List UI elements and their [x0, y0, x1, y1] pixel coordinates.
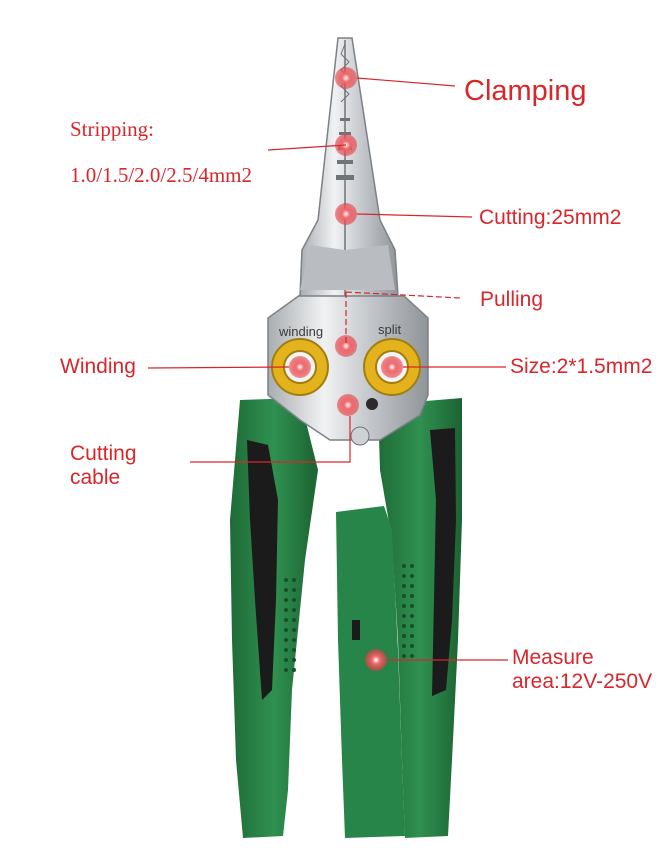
label-size: Size:2*1.5mm2 [510, 355, 653, 378]
label-measure-line2: area:12V-250V [512, 670, 653, 693]
label-cutting: Cutting:25mm2 [479, 206, 622, 229]
label-winding: Winding [60, 355, 136, 378]
callout-lines [147, 77, 508, 661]
label-stripping-sizes: 1.0/1.5/2.0/2.5/4mm2 [70, 163, 253, 187]
left-handle [230, 398, 318, 838]
line-pulling [345, 291, 461, 346]
pliers-steel-head [267, 37, 429, 446]
label-clamping: Clamping [464, 75, 587, 107]
label-cutting-cable-line2: cable [70, 466, 121, 489]
right-handle [378, 398, 462, 838]
line-clamping [356, 77, 456, 87]
winding-marking: winding [279, 324, 324, 339]
label-cutting-cable-line1: Cutting [70, 442, 137, 465]
label-measure-line1: Measure [512, 646, 594, 669]
line-winding [147, 366, 290, 369]
split-marking: split [378, 322, 402, 337]
marker-winding [289, 356, 311, 378]
label-stripping: Stripping: [70, 117, 155, 141]
marker-size [381, 356, 403, 378]
left-grip-dots [284, 578, 296, 672]
line-stripping [267, 144, 347, 151]
marker-cutting [335, 203, 357, 225]
marker-measure [365, 649, 387, 671]
marker-cutting-cable [337, 394, 359, 416]
right-grip-dots [402, 564, 414, 658]
marker-pulling [335, 335, 357, 357]
line-cutting [356, 213, 473, 218]
marker-clamping [335, 67, 357, 89]
label-pulling: Pulling [480, 288, 544, 311]
line-cutting-cable [190, 416, 351, 463]
